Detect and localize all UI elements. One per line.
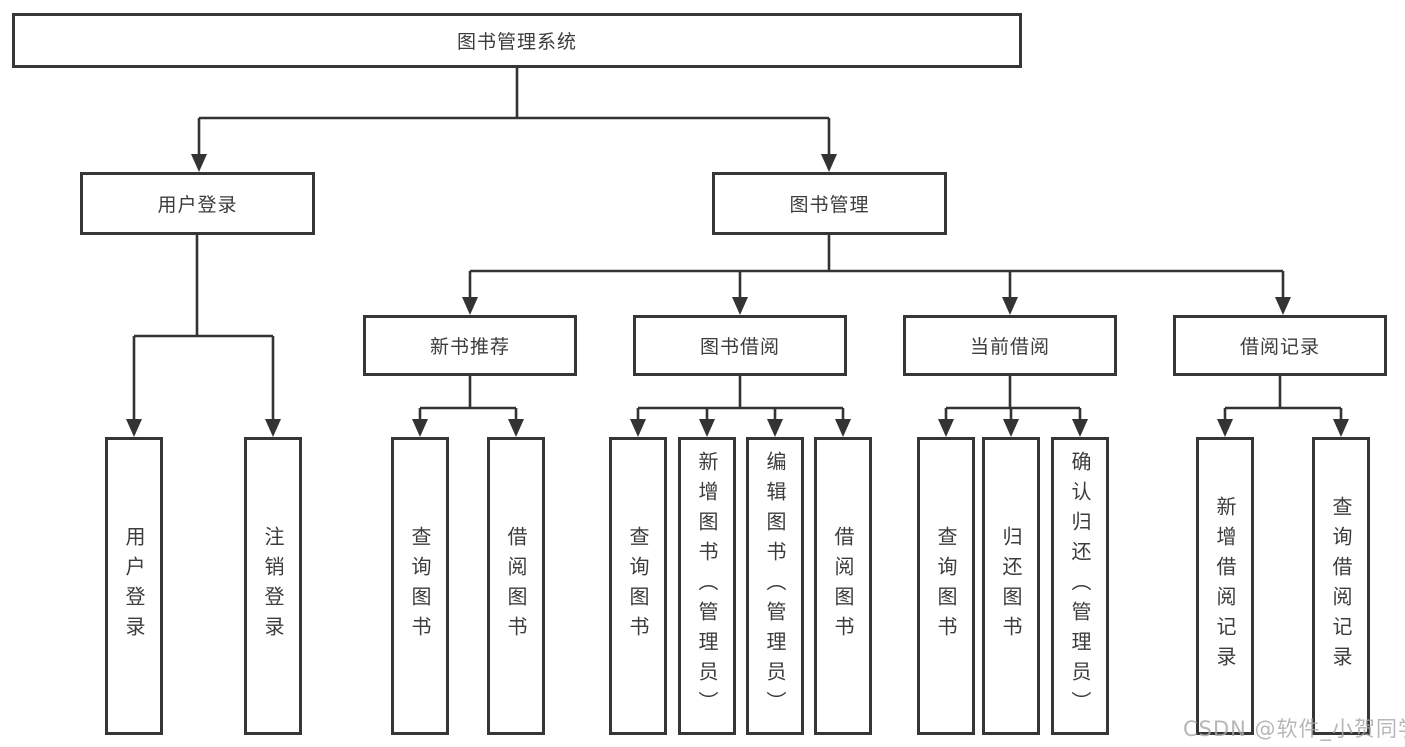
node-label: 查询借阅记录 [1329, 496, 1353, 676]
node-label: 借阅图书 [504, 526, 528, 646]
node-label: 编辑图书（管理员） [763, 451, 787, 721]
node-user-login: 用户登录 [80, 172, 315, 235]
leaf-query-books-current: 查询图书 [917, 437, 975, 735]
node-label: 图书借阅 [699, 336, 780, 358]
leaf-query-borrow-record: 查询借阅记录 [1312, 437, 1370, 735]
leaf-edit-book-admin: 编辑图书（管理员） [746, 437, 804, 735]
leaf-add-book-admin: 新增图书（管理员） [678, 437, 736, 735]
connector-book-management-children [462, 235, 1291, 315]
node-label: 借阅图书 [831, 526, 855, 646]
node-label: 新增借阅记录 [1213, 496, 1237, 676]
connector-borrowing-records-children [1217, 376, 1349, 437]
connector-root-to-level2 [191, 68, 837, 172]
node-label: 当前借阅 [969, 336, 1050, 358]
leaf-query-books-recommend: 查询图书 [391, 437, 449, 735]
node-label: 新增图书（管理员） [695, 451, 719, 721]
connector-book-borrowing-children [630, 376, 851, 437]
node-label: 归还图书 [999, 526, 1023, 646]
leaf-user-login: 用户登录 [105, 437, 163, 735]
leaf-confirm-return-admin: 确认归还（管理员） [1051, 437, 1109, 735]
node-label: 图书管理系统 [456, 31, 577, 53]
leaf-borrow-books-borrowing: 借阅图书 [814, 437, 872, 735]
node-root: 图书管理系统 [12, 13, 1022, 68]
node-borrowing-records: 借阅记录 [1173, 315, 1387, 376]
node-label: 确认归还（管理员） [1068, 451, 1092, 721]
leaf-borrow-books-recommend: 借阅图书 [487, 437, 545, 735]
node-label: 图书管理 [789, 194, 870, 216]
node-book-management: 图书管理 [712, 172, 947, 235]
leaf-return-book: 归还图书 [982, 437, 1040, 735]
node-label: 用户登录 [122, 526, 146, 646]
node-book-borrowing: 图书借阅 [633, 315, 847, 376]
node-label: 查询图书 [934, 526, 958, 646]
leaf-logout: 注销登录 [244, 437, 302, 735]
leaf-query-books-borrowing: 查询图书 [609, 437, 667, 735]
connector-user-login-children [126, 235, 281, 437]
node-label: 借阅记录 [1239, 336, 1320, 358]
connector-current-borrowing-children [938, 376, 1088, 437]
connector-new-book-recommend-children [412, 376, 524, 437]
node-current-borrowing: 当前借阅 [903, 315, 1117, 376]
node-new-book-recommend: 新书推荐 [363, 315, 577, 376]
node-label: 查询图书 [408, 526, 432, 646]
node-label: 用户登录 [157, 194, 238, 216]
node-label: 注销登录 [261, 526, 285, 646]
node-label: 新书推荐 [429, 336, 510, 358]
node-label: 查询图书 [626, 526, 650, 646]
leaf-add-borrow-record: 新增借阅记录 [1196, 437, 1254, 735]
csdn-watermark: CSDN @软件_小贺同学 [1183, 717, 1405, 741]
